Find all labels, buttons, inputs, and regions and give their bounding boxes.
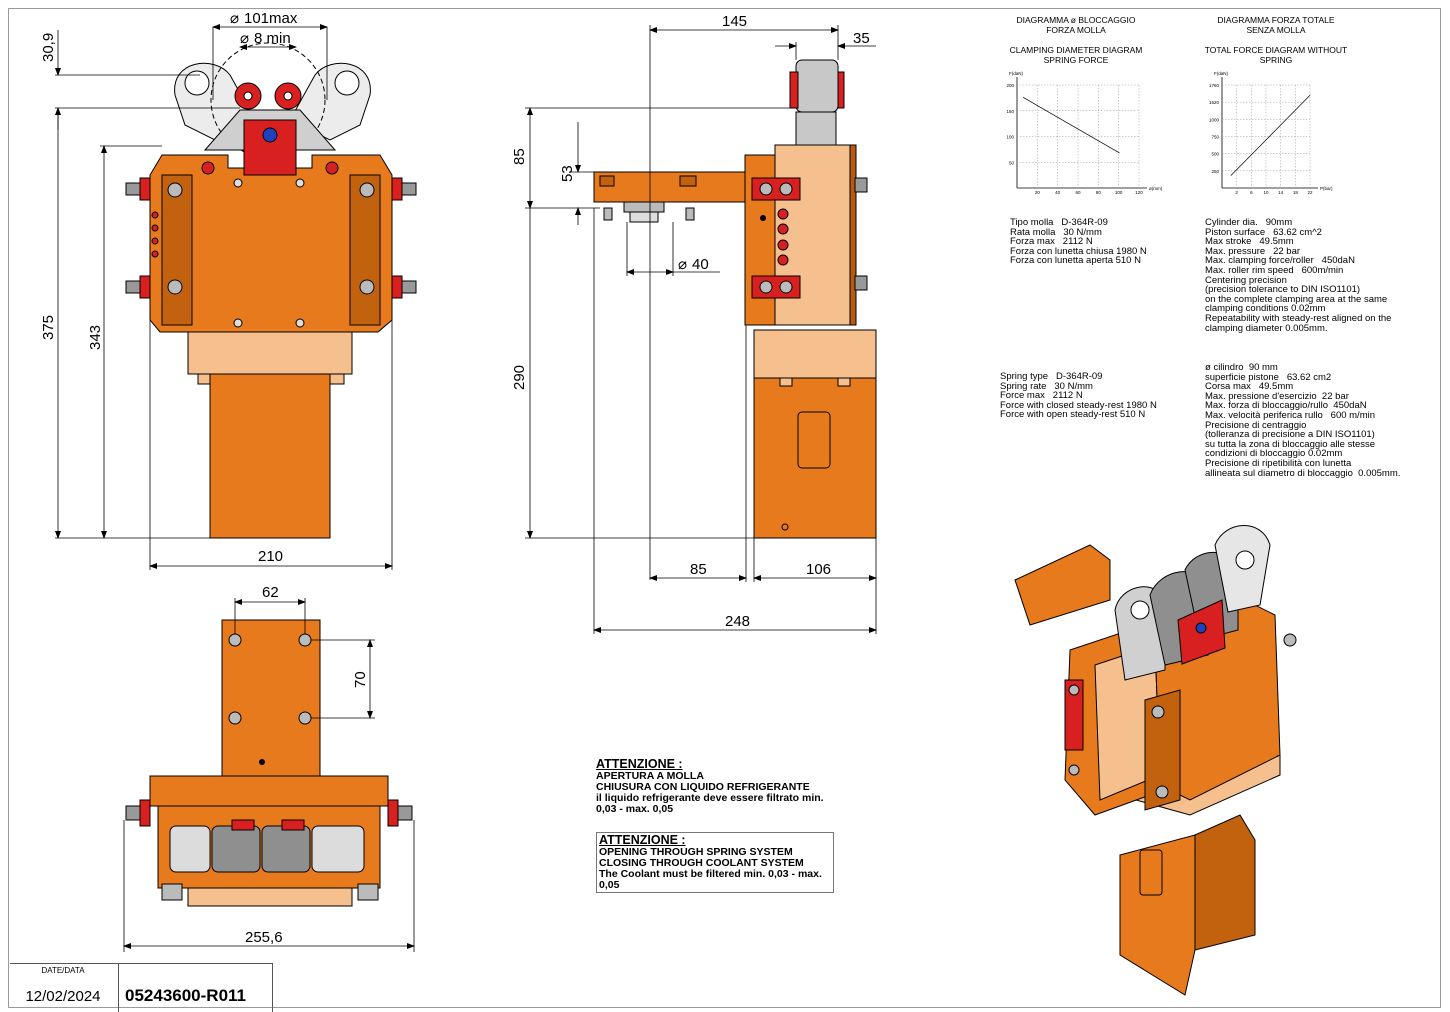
dim-dia-min: 8 min bbox=[254, 30, 291, 47]
force-chart-x-tick: 22 bbox=[1307, 190, 1313, 195]
left-roller bbox=[184, 70, 210, 96]
title-block: DATE/DATA 12/02/2024 05243600-R011 bbox=[10, 963, 273, 1012]
force-chart-x-label: P(bar) bbox=[1320, 186, 1333, 191]
dim-dia-max: 101max bbox=[244, 10, 298, 27]
clamping-chart-y-tick: 150 bbox=[1006, 109, 1014, 114]
clamping-chart-x-tick: 80 bbox=[1096, 190, 1102, 195]
dim-35: 35 bbox=[853, 30, 870, 47]
clamping-chart-y-tick: 100 bbox=[1006, 135, 1014, 140]
front-view: ⌀ 101max ⌀ 8 min 30,9 375 343 210 bbox=[40, 10, 417, 570]
dim-dia-40-symbol: ⌀ bbox=[678, 256, 687, 273]
warning-it-line-1: APERTURA A MOLLA bbox=[596, 770, 704, 782]
side-top-bracket bbox=[593, 171, 755, 203]
dim-375: 375 bbox=[40, 315, 57, 340]
side-cylinder-housing bbox=[753, 377, 877, 539]
title-block-divider bbox=[118, 964, 119, 1012]
right-roller bbox=[334, 70, 360, 96]
dim-53: 53 bbox=[559, 165, 576, 182]
force-chart-y-tick: 1000 bbox=[1209, 117, 1220, 122]
dim-248: 248 bbox=[725, 613, 750, 630]
dim-210: 210 bbox=[258, 548, 283, 565]
force-chart-y-tick: 1520 bbox=[1209, 100, 1220, 105]
dim-dia-min-symbol: ⌀ bbox=[240, 30, 249, 47]
right-side-plate bbox=[349, 174, 381, 326]
warning-title-en: ATTENZIONE : bbox=[599, 833, 686, 847]
dim-30-9: 30,9 bbox=[40, 33, 57, 62]
dim-62: 62 bbox=[262, 584, 279, 601]
dim-85-vertical: 85 bbox=[511, 148, 528, 165]
warning-en-line-3: The Coolant must be filtered min. 0,03 -… bbox=[599, 868, 822, 891]
dim-dia-40: 40 bbox=[692, 256, 709, 273]
warning-title-it: ATTENZIONE : bbox=[596, 757, 683, 771]
clamping-title-it-2: FORZA MOLLA bbox=[1046, 25, 1106, 35]
drawing-number: 05243600-R011 bbox=[125, 986, 247, 1005]
dim-145: 145 bbox=[722, 13, 747, 30]
warning-it-line-3: il liquido refrigerante deve essere filt… bbox=[596, 792, 824, 815]
force-chart-y-tick: 1760 bbox=[1209, 83, 1220, 88]
spring-spec-en: Spring type D-364R-09 Spring rate 30 N/m… bbox=[1000, 371, 1157, 421]
cylinder-spec-it: ø cilindro 90 mm superficie pistone 63.6… bbox=[1205, 362, 1401, 479]
force-title-it-2: SENZA MOLLA bbox=[1246, 25, 1305, 35]
side-view: 145 35 85 53 290 ⌀ 40 85 106 248 bbox=[511, 13, 877, 634]
force-chart-series-line bbox=[1230, 95, 1311, 176]
dim-70: 70 bbox=[352, 671, 369, 688]
clamping-diagram: DIAGRAMMA ø BLOCCAGGIO FORZA MOLLA CLAMP… bbox=[1006, 15, 1162, 195]
isometric-view bbox=[1014, 525, 1297, 996]
dim-dia-max-symbol: ⌀ bbox=[230, 10, 239, 27]
front-cylinder-housing bbox=[209, 373, 331, 539]
clamping-title-it-1: DIAGRAMMA ø BLOCCAGGIO bbox=[1016, 15, 1135, 25]
force-chart-y-label: F(daN) bbox=[1214, 71, 1229, 76]
warning-note-en: ATTENZIONE : OPENING THROUGH SPRING SYST… bbox=[596, 832, 834, 893]
dim-85-horizontal: 85 bbox=[690, 561, 707, 578]
dim-255-6: 255,6 bbox=[245, 929, 283, 946]
side-flange bbox=[753, 329, 877, 379]
left-side-plate bbox=[161, 174, 193, 326]
force-chart-y-tick: 750 bbox=[1211, 135, 1219, 140]
clamping-chart-x-tick: 20 bbox=[1035, 190, 1041, 195]
force-chart-y-tick: 500 bbox=[1211, 152, 1219, 157]
force-chart-x-tick: 2 bbox=[1235, 190, 1238, 195]
force-chart-x-tick: 10 bbox=[1263, 190, 1269, 195]
clamping-chart-y-tick: 200 bbox=[1006, 83, 1014, 88]
force-chart-x-tick: 6 bbox=[1250, 190, 1253, 195]
warning-note-it: ATTENZIONE : APERTURA A MOLLA CHIUSURA C… bbox=[596, 758, 832, 815]
clamping-chart-x-tick: 40 bbox=[1055, 190, 1061, 195]
warning-en-line-2: CLOSING THROUGH COOLANT SYSTEM bbox=[599, 857, 804, 869]
date-label: DATE/DATA bbox=[41, 966, 85, 975]
blue-pin bbox=[262, 127, 278, 143]
clamping-title-en-1: CLAMPING DIAMETER DIAGRAM bbox=[1010, 45, 1143, 55]
warning-en-line-1: OPENING THROUGH SPRING SYSTEM bbox=[599, 846, 793, 858]
force-chart-y-tick: 250 bbox=[1211, 169, 1219, 174]
force-chart-x-tick: 14 bbox=[1278, 190, 1284, 195]
clamping-chart-x-label: ø(mm) bbox=[1149, 186, 1163, 191]
force-title-it-1: DIAGRAMMA FORZA TOTALE bbox=[1217, 15, 1334, 25]
dim-106: 106 bbox=[806, 561, 831, 578]
bottom-view: 62 70 255,6 bbox=[123, 584, 415, 952]
cylinder-spec-en: Cylinder dia. 90mm Piston surface 63.62 … bbox=[1205, 217, 1392, 334]
force-title-en-2: SPRING bbox=[1260, 55, 1293, 65]
force-title-en-1: TOTAL FORCE DIAGRAM WITHOUT bbox=[1205, 45, 1347, 55]
clamping-chart-series-line bbox=[1022, 97, 1120, 154]
side-roller-top bbox=[795, 59, 839, 113]
bottom-body bbox=[149, 775, 389, 807]
front-body bbox=[149, 154, 393, 333]
dim-343: 343 bbox=[87, 325, 104, 350]
front-flange bbox=[187, 331, 353, 375]
warning-it-line-2: CHIUSURA CON LIQUIDO REFRIGERANTE bbox=[596, 781, 810, 793]
force-chart-x-tick: 18 bbox=[1293, 190, 1299, 195]
total-force-diagram: DIAGRAMMA FORZA TOTALE SENZA MOLLA TOTAL… bbox=[1205, 15, 1347, 195]
total-force-chart: 1760 1520 1000 750 500 250 2 6 10 14 18 22 F(daN) P(b… bbox=[1209, 71, 1333, 195]
date-value: 12/02/2024 bbox=[25, 988, 101, 1005]
dim-290: 290 bbox=[511, 365, 528, 390]
clamping-chart-x-tick: 120 bbox=[1135, 190, 1143, 195]
clamping-chart-x-tick: 100 bbox=[1115, 190, 1123, 195]
clamping-chart-y-tick: 50 bbox=[1009, 160, 1015, 165]
clamping-chart-x-tick: 60 bbox=[1075, 190, 1081, 195]
spring-spec-it: Tipo molla D-364R-09 Rata molla 30 N/mm … bbox=[1010, 217, 1147, 267]
clamping-title-en-2: SPRING FORCE bbox=[1044, 55, 1109, 65]
clamping-chart: 200 150 100 50 20 40 60 80 100 120 F(daN) ø(mm) bbox=[1006, 71, 1162, 195]
clamping-chart-y-label: F(daN) bbox=[1009, 71, 1024, 76]
